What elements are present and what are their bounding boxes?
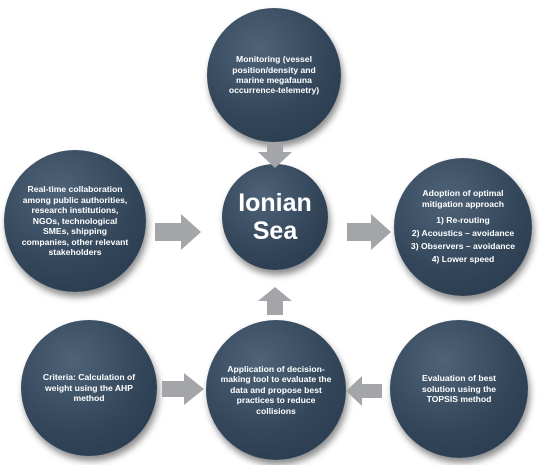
- ionian-sea-node: Ionian Sea: [222, 164, 328, 270]
- monitoring-node: Monitoring (vessel position/density and …: [207, 8, 341, 142]
- arrow-right-icon: [155, 214, 201, 250]
- mitigation-item: 2) Acoustics – avoidance: [411, 228, 515, 239]
- collaboration-text: Real-time collaboration among public aut…: [21, 184, 129, 258]
- arrow-right-icon: [162, 373, 204, 405]
- mitigation-heading: Adoption of optimal mitigation approach: [421, 188, 505, 209]
- mitigation-item: 3) Observers – avoidance: [410, 240, 516, 251]
- evaluation-node: Evaluation of best solution using the TO…: [390, 320, 528, 458]
- arrow-up-icon: [258, 287, 292, 315]
- monitoring-text: Monitoring (vessel position/density and …: [228, 54, 320, 96]
- center-title-line1: Ionian: [238, 189, 312, 217]
- criteria-text: Criteria: Calculation of weight using th…: [42, 372, 136, 404]
- mitigation-item: 4) Lower speed: [431, 253, 495, 264]
- center-title-line2: Sea: [252, 217, 298, 245]
- mitigation-item: 1) Re-routing: [436, 215, 490, 226]
- arrow-right-icon: [347, 214, 391, 250]
- criteria-node: Criteria: Calculation of weight using th…: [21, 320, 157, 456]
- evaluation-text: Evaluation of best solution using the TO…: [421, 373, 496, 405]
- decision-tool-node: Application of decision-making tool to e…: [206, 320, 346, 460]
- mitigation-node: Adoption of optimal mitigation approach …: [394, 158, 532, 296]
- decision-tool-text: Application of decision-making tool to e…: [220, 363, 332, 416]
- collaboration-node: Real-time collaboration among public aut…: [4, 150, 146, 292]
- arrow-down-icon: [258, 142, 292, 168]
- arrow-left-icon: [346, 376, 382, 406]
